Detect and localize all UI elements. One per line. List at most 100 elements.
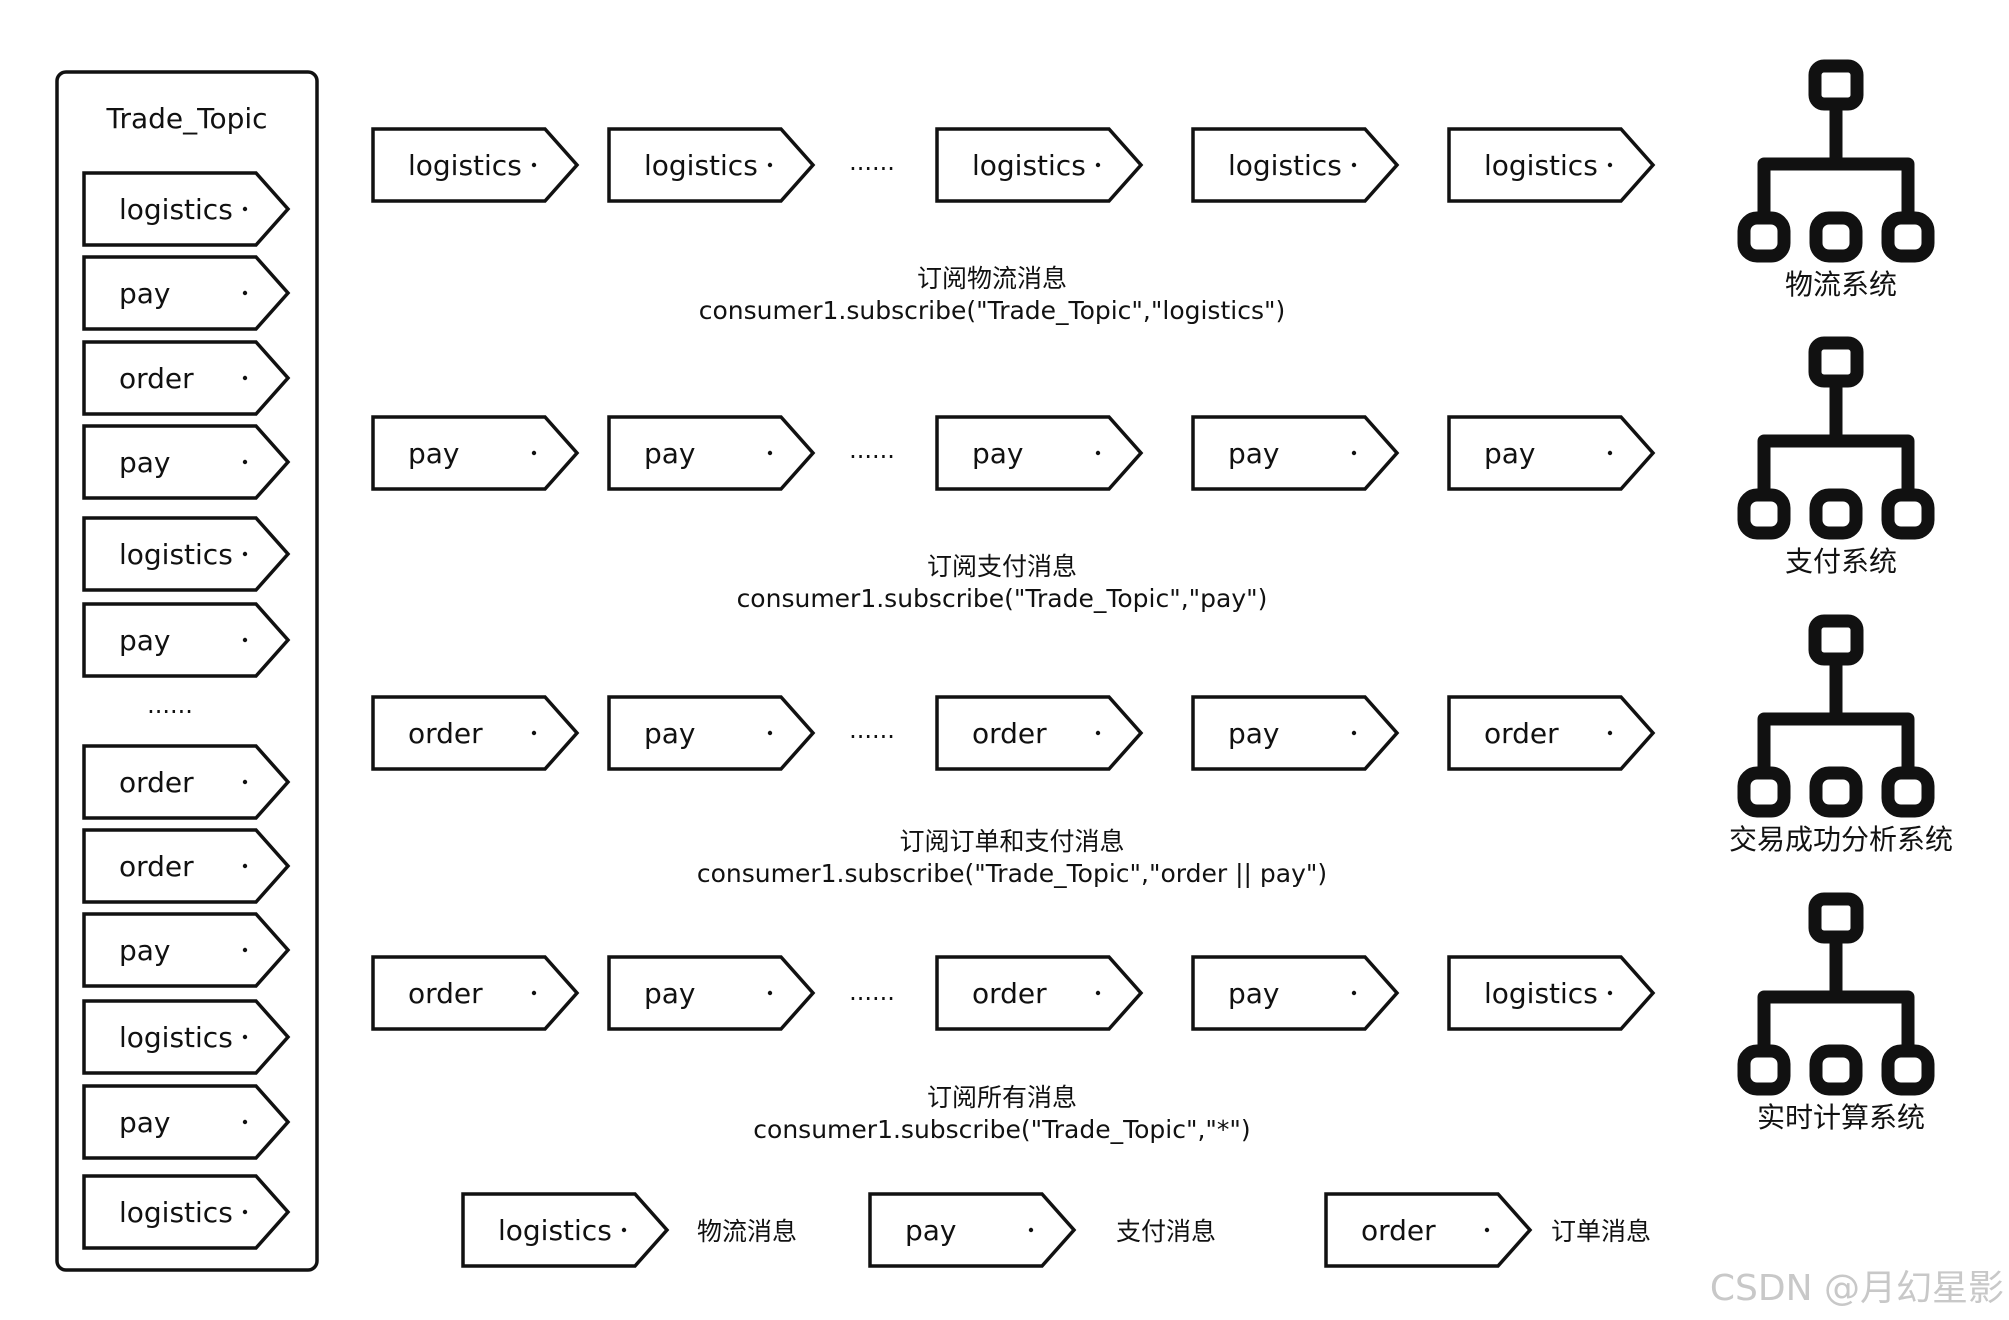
message-tag-shape <box>1191 695 1400 771</box>
message-tag-dot <box>242 637 248 643</box>
message-tag-label: logistics <box>119 538 233 571</box>
message-tag-shape <box>82 1174 291 1250</box>
message-tag-shape <box>82 912 291 988</box>
message-tag-shape <box>607 695 816 771</box>
message-tag-pay: pay <box>371 415 580 491</box>
system-name: 支付系统 <box>1785 545 1897 578</box>
message-tag-shape <box>461 1192 670 1268</box>
topic-title: Trade_Topic <box>105 102 267 135</box>
message-tag-shape <box>82 999 291 1075</box>
message-tag-dot <box>1484 1227 1490 1233</box>
message-tag-shape <box>82 424 291 500</box>
message-tag-shape <box>82 744 291 820</box>
message-tag-dot <box>242 375 248 381</box>
message-tag-order: order <box>371 955 580 1031</box>
message-tag-shape <box>1191 127 1400 203</box>
message-tag-dot <box>1095 990 1101 996</box>
topic-container <box>55 70 319 1272</box>
row-ellipsis: ...... <box>849 148 895 176</box>
hierarchy-icon <box>1744 899 1928 1089</box>
message-tag-label: logistics <box>119 193 233 226</box>
message-tag-logistics: logistics <box>371 127 580 203</box>
message-tag-shape <box>935 695 1144 771</box>
message-tag-dot <box>1351 450 1357 456</box>
message-tag-label: order <box>972 977 1047 1010</box>
message-tag-dot <box>1095 730 1101 736</box>
message-tag-dot <box>767 990 773 996</box>
message-tag-label: logistics <box>1228 149 1342 182</box>
message-tag-label: logistics <box>498 1214 612 1247</box>
row-ellipsis: ...... <box>849 436 895 464</box>
message-tag-logistics: logistics <box>1191 127 1400 203</box>
message-tag-shape <box>82 255 291 331</box>
row-caption-code: consumer1.subscribe("Trade_Topic","*") <box>753 1115 1250 1144</box>
system-name: 交易成功分析系统 <box>1729 823 1953 856</box>
message-tag-order: order <box>82 340 291 416</box>
message-tag-shape <box>1447 415 1656 491</box>
message-tag-pay: pay <box>1191 415 1400 491</box>
message-tag-shape <box>1447 127 1656 203</box>
message-tag-label: logistics <box>119 1196 233 1229</box>
message-tag-shape <box>868 1192 1077 1268</box>
message-tag-logistics: logistics <box>1447 127 1656 203</box>
message-tag-pay: pay <box>1191 955 1400 1031</box>
message-tag-label: order <box>1484 717 1559 750</box>
message-tag-label: logistics <box>408 149 522 182</box>
message-tag-label: order <box>408 977 483 1010</box>
row-caption-title: 订阅所有消息 <box>927 1083 1077 1112</box>
message-tag-dot <box>242 947 248 953</box>
message-tag-label: pay <box>972 437 1024 470</box>
topic-ellipsis: ...... <box>147 691 193 719</box>
row-message-tags: order pay order pay logistics <box>371 955 1656 1031</box>
watermark: CSDN @月幻星影 <box>1710 1268 2004 1309</box>
message-tag-pay: pay <box>1191 695 1400 771</box>
message-tag-label: order <box>119 362 194 395</box>
message-tag-label: logistics <box>644 149 758 182</box>
message-tag-shape <box>935 415 1144 491</box>
message-tag-label: order <box>119 850 194 883</box>
message-tag-dot <box>242 551 248 557</box>
message-tag-dot <box>1607 450 1613 456</box>
message-tag-dot <box>242 459 248 465</box>
message-tag-order: order <box>371 695 580 771</box>
message-tag-label: order <box>408 717 483 750</box>
message-tag-label: logistics <box>1484 977 1598 1010</box>
message-tag-order: order <box>1324 1192 1533 1268</box>
message-tag-dot <box>767 450 773 456</box>
message-tag-dot <box>767 162 773 168</box>
message-tag-dot <box>242 1119 248 1125</box>
message-tag-label: pay <box>1484 437 1536 470</box>
message-tag-pay: pay <box>82 255 291 331</box>
message-tag-logistics: logistics <box>82 1174 291 1250</box>
message-tag-label: pay <box>1228 977 1280 1010</box>
message-tag-label: pay <box>119 446 171 479</box>
message-tag-label: logistics <box>119 1021 233 1054</box>
row-caption-title: 订阅物流消息 <box>917 264 1067 293</box>
legend-text: 订单消息 <box>1551 1217 1651 1246</box>
message-tag-shape <box>1191 955 1400 1031</box>
message-tag-label: pay <box>1228 437 1280 470</box>
message-tag-logistics: logistics <box>935 127 1144 203</box>
message-tag-logistics: logistics <box>82 171 291 247</box>
message-tag-dot <box>1607 990 1613 996</box>
message-tag-pay: pay <box>1447 415 1656 491</box>
message-tag-order: order <box>935 955 1144 1031</box>
message-tag-dot <box>531 990 537 996</box>
message-tag-label: pay <box>119 277 171 310</box>
row-caption-title: 订阅订单和支付消息 <box>899 827 1124 856</box>
message-tag-label: pay <box>644 977 696 1010</box>
message-tag-logistics: logistics <box>607 127 816 203</box>
topic-message-list: logisticspayorderpaylogisticspayorderord… <box>82 171 291 1250</box>
message-tag-dot <box>531 162 537 168</box>
message-tag-shape <box>82 1084 291 1160</box>
message-tag-shape <box>371 415 580 491</box>
message-tag-dot <box>1351 990 1357 996</box>
message-tag-shape <box>935 127 1144 203</box>
row-ellipsis: ...... <box>849 978 895 1006</box>
message-tag-pay: pay <box>935 415 1144 491</box>
hierarchy-icon <box>1744 343 1928 533</box>
subscription-row-logistics: logistics logistics logistics logistics logi… <box>371 66 1928 325</box>
